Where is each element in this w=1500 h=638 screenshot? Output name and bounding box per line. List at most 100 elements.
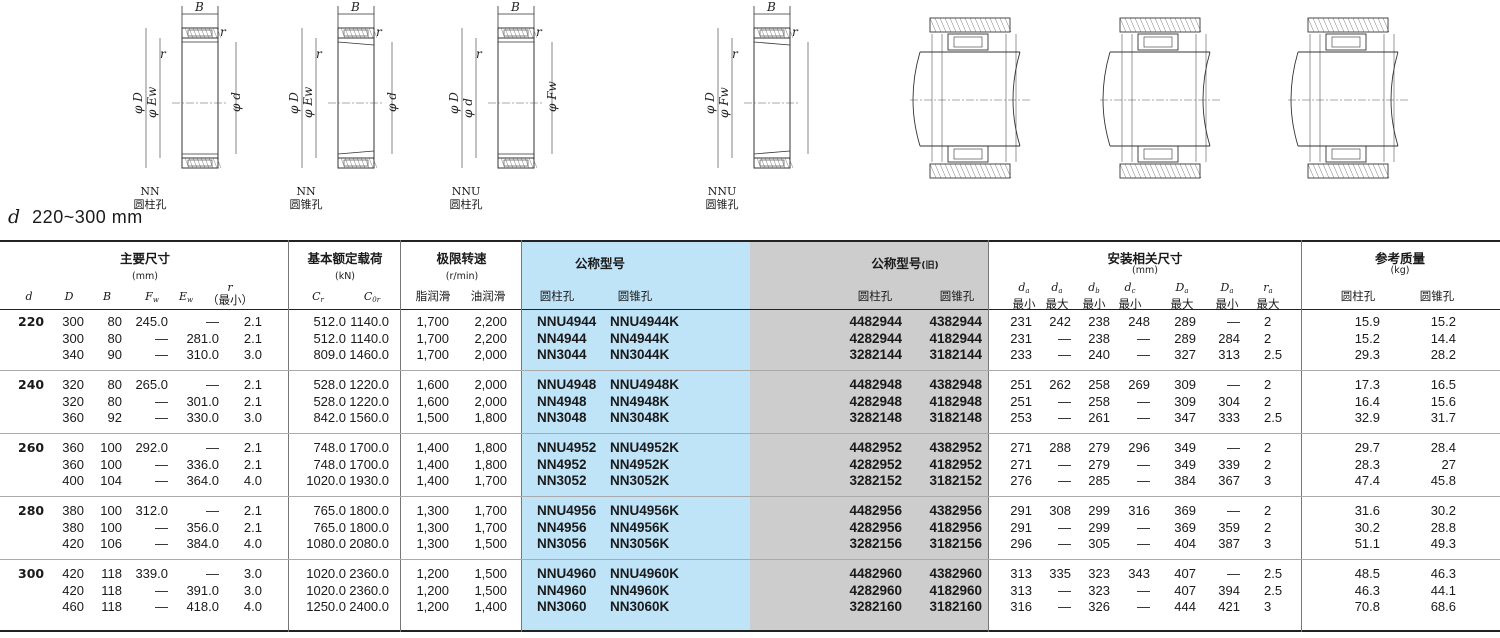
cell-c0: 420: [62, 536, 84, 551]
cell-c2: —: [155, 347, 168, 362]
cell-c19: 2: [1264, 314, 1272, 329]
cell-c7: 1,700: [416, 330, 449, 346]
col-divider: [521, 240, 522, 632]
cell-c2: 245.0: [135, 314, 168, 329]
cell-c7: 1,400: [416, 473, 449, 488]
svg-text:B: B: [350, 0, 360, 14]
header-mount: 安装相关尺寸: [1107, 251, 1183, 266]
cell-c19: 3: [1264, 536, 1272, 551]
cell-c14: 308: [1049, 503, 1071, 518]
cell-c1: 92: [107, 410, 122, 425]
cell-c0: 300: [62, 314, 84, 329]
cell-c16: 269: [1128, 377, 1150, 392]
cell-c15: 258: [1088, 393, 1110, 409]
cell-c12: 3182152: [929, 473, 982, 488]
cell-c19: 2: [1264, 519, 1272, 535]
cell-c5: 1080.0: [306, 536, 346, 551]
cell-c0: 320: [62, 393, 84, 409]
cell-c14: —: [1058, 347, 1071, 362]
cell-c14: —: [1058, 599, 1071, 614]
cell-c9: NNU4944: [537, 314, 597, 329]
cell-c4: 2.1: [243, 377, 262, 392]
svg-text:B: B: [766, 0, 776, 14]
sym-B-letter: B: [102, 290, 112, 303]
cell-c5: 1020.0: [306, 582, 346, 598]
cell-c1: 80: [107, 393, 122, 409]
cell-c17: 289: [1174, 314, 1196, 329]
cell-c20: 31.6: [1354, 503, 1380, 518]
cell-c18: 387: [1218, 536, 1240, 551]
cell-c8: 1,800: [474, 456, 507, 472]
sym-D-letter: D: [64, 290, 74, 303]
cell-c0: 300: [62, 330, 84, 346]
cell-c21: 14.4: [1430, 330, 1456, 346]
sym-db-subscript: b: [1095, 287, 1100, 295]
sym-da-max-subscript: a: [1058, 287, 1063, 295]
cell-c14: 335: [1049, 566, 1071, 581]
svg-text:φ Fw: φ Fw: [717, 86, 731, 118]
cell-c2: —: [155, 536, 168, 551]
group-separator: [0, 370, 1500, 371]
cell-c8: 2,000: [474, 377, 507, 392]
cell-c6: 1220.0: [349, 377, 389, 392]
cell-c6: 1930.0: [349, 473, 389, 488]
cell-c13: 233: [1010, 347, 1032, 362]
table-bottom-rule: [0, 630, 1500, 632]
cell-c19: 2.5: [1264, 582, 1283, 598]
cell-c1: 80: [107, 314, 122, 329]
cell-c17: 369: [1174, 519, 1196, 535]
cell-c18: 421: [1218, 599, 1240, 614]
cell-c20: 32.9: [1354, 410, 1380, 425]
cell-c1: 90: [107, 347, 122, 362]
cell-c16: —: [1137, 473, 1150, 488]
cell-c0: 400: [62, 473, 84, 488]
cell-c9: NNU4948: [537, 377, 597, 392]
cell-c3: 281.0: [186, 330, 219, 346]
cell-c21: 28.8: [1430, 519, 1456, 535]
cell-c9: NN3056: [537, 536, 587, 551]
sym-r-letter: r: [227, 281, 233, 294]
cell-c20: 47.4: [1354, 473, 1380, 488]
cell-c3: —: [206, 566, 219, 581]
cell-c18: —: [1227, 377, 1240, 392]
cell-c5: 765.0: [313, 503, 346, 518]
svg-text:φ D: φ D: [447, 92, 461, 114]
cell-c18: —: [1227, 503, 1240, 518]
cell-c15: 323: [1088, 582, 1110, 598]
sym-da-min-subscript: a: [1025, 287, 1030, 295]
sub-tap: 圆锥孔: [617, 289, 653, 303]
cell-c13: 291: [1010, 519, 1032, 535]
cell-c1: 106: [100, 536, 122, 551]
group-separator: [0, 433, 1500, 434]
cell-c15: 305: [1088, 536, 1110, 551]
cell-c9: NN4956: [537, 519, 587, 535]
cell-c13: 253: [1010, 410, 1032, 425]
cell-c10: NN3052K: [610, 473, 670, 488]
mounting-drawing-1: [910, 17, 1030, 179]
svg-text:φ d: φ d: [461, 98, 475, 118]
cell-c12: 3182160: [929, 599, 982, 614]
mounting-drawing-2: [1100, 17, 1220, 179]
svg-text:φ D: φ D: [131, 92, 145, 114]
cell-c19: 2.5: [1264, 347, 1283, 362]
cell-c21: 28.2: [1430, 347, 1456, 362]
cell-c3: 330.0: [186, 410, 219, 425]
sym-r-min-text: （最小）: [207, 293, 253, 307]
cell-c0: 380: [62, 519, 84, 535]
cell-c9: NN3044: [537, 347, 587, 362]
sub-oil: 油润滑: [470, 289, 506, 303]
cell-c18: 339: [1218, 456, 1240, 472]
sym-Da-max-subscript: a: [1184, 287, 1189, 295]
cell-c6: 2360.0: [349, 582, 389, 598]
cell-c2: —: [155, 473, 168, 488]
cell-c4: 4.0: [243, 599, 262, 614]
cell-c17: 444: [1174, 599, 1196, 614]
cell-c10: NN4952K: [610, 456, 670, 472]
cell-c8: 1,800: [474, 440, 507, 455]
sym-d-letter: d: [25, 290, 33, 303]
cell-c21: 45.8: [1430, 473, 1456, 488]
cell-c7: 1,600: [416, 377, 449, 392]
